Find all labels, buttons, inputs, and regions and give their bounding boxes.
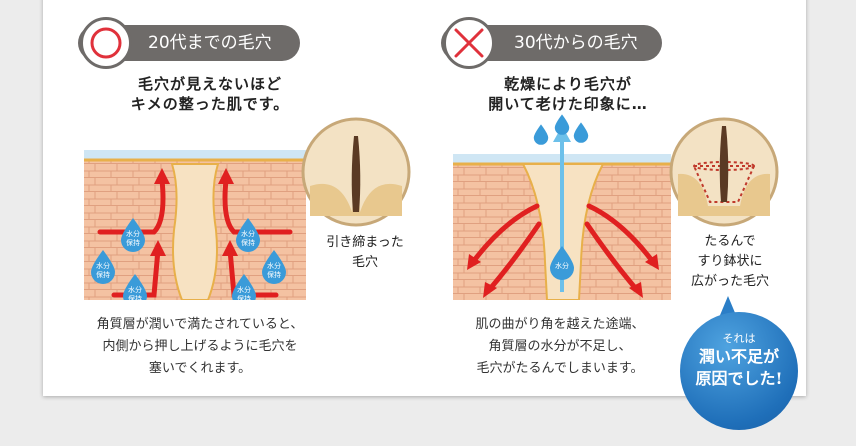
right-spread-arrows [470, 203, 656, 293]
left-caption-line1: 引き締まった [326, 235, 404, 250]
right-water-drops: 水分 [533, 114, 589, 280]
right-body-line2: 角質層の水分が不足し、 [488, 339, 632, 354]
bubble-line2: 潤い不足が [698, 347, 779, 366]
conclusion-bubble: それは 潤い不足が 原因でした! [680, 312, 798, 430]
right-body-line3: 毛穴がたるんでしまいます。 [476, 361, 644, 376]
right-description: 肌の曲がり角を越えた途端、 角質層の水分が不足し、 毛穴がたるんでしまいます。 [440, 314, 680, 380]
right-heading: 乾燥により毛穴が 開いて老けた印象に… [453, 74, 683, 114]
right-caption-line2: すり鉢状に [697, 254, 763, 269]
left-skin-illustration: 水分 保持 水分 保持 水分 保持 水分 保持 水分 保持 [84, 150, 306, 300]
right-heading-line1: 乾燥により毛穴が [504, 75, 632, 93]
cross-mark-icon [443, 17, 495, 69]
right-skin-illustration: 水分 [453, 114, 671, 300]
drop-text: 水分 [267, 261, 281, 270]
drop-text: 水分 [237, 285, 251, 294]
left-push-arrows [97, 177, 293, 298]
drop-text: 水分 [555, 261, 569, 270]
drop-text: 保持 [237, 294, 251, 300]
left-title: 20代までの毛穴 [148, 33, 272, 53]
drop-text: 水分 [128, 285, 142, 294]
drop-text: 保持 [128, 294, 142, 300]
left-body-line3: 塞いでくれます。 [148, 361, 252, 376]
left-heading: 毛穴が見えないほど キメの整った肌です。 [100, 74, 320, 114]
drop-text: 水分 [96, 261, 110, 270]
left-heading-line1: 毛穴が見えないほど [137, 75, 282, 93]
left-heading-line2: キメの整った肌です。 [130, 95, 290, 113]
left-caption-line2: 毛穴 [351, 255, 378, 270]
sagging-pore-closeup [669, 117, 779, 227]
left-water-drops: 水分 保持 水分 保持 水分 保持 水分 保持 水分 保持 [91, 218, 286, 300]
circle-mark-glyph [90, 27, 122, 59]
tight-pore-closeup [301, 117, 411, 227]
bubble-line1: それは [722, 332, 756, 345]
right-closeup-caption: たるんで すり鉢状に 広がった毛穴 [670, 232, 790, 292]
left-description: 角質層が潤いで満たされていると、 内側から押し上げるように毛穴を 塞いでくれます… [70, 314, 330, 380]
right-heading-line2: 開いて老けた印象に… [488, 95, 648, 113]
drop-text: 保持 [241, 238, 255, 247]
drop-text: 保持 [126, 238, 140, 247]
right-body-line1: 肌の曲がり角を越えた途端、 [475, 317, 645, 332]
drop-text: 水分 [126, 229, 140, 238]
drop-text: 保持 [267, 270, 281, 279]
left-closeup-caption: 引き締まった 毛穴 [315, 233, 415, 273]
right-caption-line1: たるんで [704, 234, 756, 249]
bubble-line3: 原因でした! [695, 369, 783, 388]
left-body-line1: 角質層が潤いで満たされていると、 [96, 317, 304, 332]
right-caption-line3: 広がった毛穴 [690, 274, 769, 289]
left-body-line2: 内側から押し上げるように毛穴を [102, 339, 298, 354]
drop-text: 保持 [96, 270, 110, 279]
circle-mark-icon [80, 17, 132, 69]
drop-text: 水分 [241, 229, 255, 238]
cross-mark-glyph [454, 28, 484, 58]
right-title: 30代からの毛穴 [514, 33, 638, 53]
